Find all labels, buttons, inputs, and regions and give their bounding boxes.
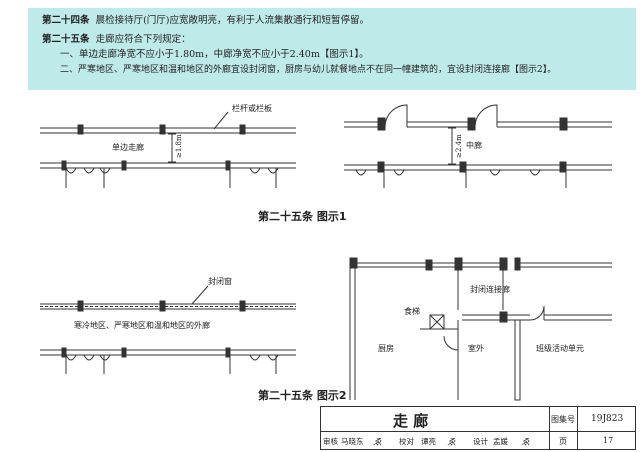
title-block: 走 廊 图集号 19J823 审核 马晓东 ゑ 校对 谭亮 ゑ 设计 孟媛 ゑ …	[320, 406, 636, 450]
figure2-caption: 第二十五条 图示2	[258, 389, 347, 402]
page-number: 17	[603, 436, 614, 445]
review-name: 马晓东	[341, 437, 364, 446]
article-25-item-1: 一、单边走廊净宽不应小于1.80m，中廊净宽不应小于2.40m【图示1】。	[60, 49, 369, 60]
article-25: 第二十五条 走廊应符合下列规定：	[42, 33, 191, 46]
label-closed-window: 封闭窗	[208, 277, 232, 286]
header-panel	[28, 8, 636, 90]
label-outdoor: 室外	[468, 344, 484, 353]
dim-single-corridor: ≥1.8m	[175, 134, 183, 158]
label-middle-corridor: 中廊	[466, 141, 482, 150]
proof-label: 校对	[399, 437, 414, 446]
article-25-number: 第二十五条	[42, 34, 90, 45]
label-single-corridor: 单边走廊	[112, 143, 144, 152]
design-name: 孟媛	[493, 437, 508, 446]
label-railing: 栏杆或栏板	[232, 104, 272, 113]
article-24-text: 晨检接待厅(门厅)应宽敞明亮，有利于人流集散通行和短暂停留。	[95, 15, 369, 26]
figure2-kitchen-link-drawing	[349, 257, 612, 401]
proof-name: 谭亮	[421, 437, 436, 446]
figure1-middle-corridor-drawing	[344, 104, 612, 188]
figure1-caption: 第二十五条 图示1	[258, 210, 347, 223]
article-25-item-2: 二、严寒地区、严寒地区和温和地区的外廊宜设封闭窗，厨房与幼儿就餐地点不在同一幢建…	[60, 65, 557, 75]
atlas-number-label: 图集号	[551, 415, 575, 424]
label-kitchen: 厨房	[378, 344, 394, 353]
dim-middle-corridor: ≥2.4m	[455, 134, 463, 158]
article-25-text: 走廊应符合下列规定：	[95, 34, 191, 45]
drawing-title: 走 廊	[393, 412, 429, 430]
page-label: 页	[559, 437, 567, 446]
label-outer-corridor: 寒冷地区、严寒地区和温和地区的外廊	[74, 321, 210, 330]
review-signature: ゑ	[373, 438, 383, 448]
design-signature: ゑ	[521, 438, 531, 448]
review-label: 审核	[323, 437, 338, 446]
proof-signature: ゑ	[447, 438, 457, 448]
figure2-outer-corridor-drawing	[40, 285, 296, 374]
atlas-number-value: 19J823	[591, 414, 624, 424]
label-class-unit: 班级活动单元	[536, 344, 584, 353]
article-24-number: 第二十四条	[42, 15, 90, 26]
design-label: 设计	[473, 437, 488, 446]
title-block-divider	[321, 431, 635, 432]
article-24: 第二十四条 晨检接待厅(门厅)应宽敞明亮，有利于人流集散通行和短暂停留。	[42, 14, 369, 27]
label-closed-link: 封闭连接廊	[470, 285, 510, 294]
label-food-lift: 食梯	[404, 307, 420, 316]
figure1-single-corridor-drawing	[40, 111, 296, 188]
